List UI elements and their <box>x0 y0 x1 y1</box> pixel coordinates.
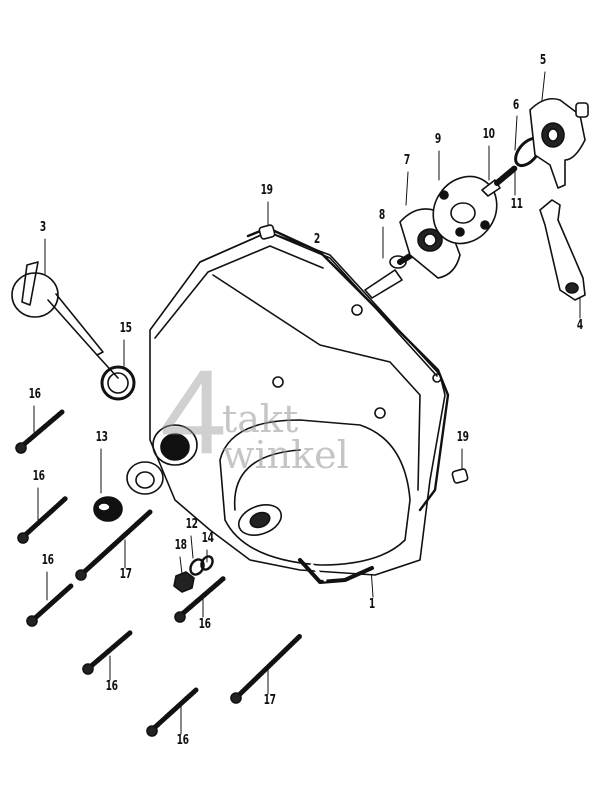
callout-label-16: 16 <box>41 553 54 568</box>
bracket-5 <box>529 97 589 189</box>
crankcase-cover <box>126 226 450 584</box>
callout-label-4: 4 <box>576 318 583 333</box>
callout-label-16: 16 <box>105 679 118 694</box>
callout-label-19: 19 <box>260 183 273 198</box>
callout-label-8: 8 <box>378 208 385 223</box>
nut-washers <box>173 555 214 593</box>
callout-label-14: 14 <box>201 531 214 546</box>
callout-label-17: 17 <box>263 693 276 708</box>
callout-label-2: 2 <box>313 232 320 247</box>
callout-label-5: 5 <box>539 53 546 68</box>
screws <box>15 409 303 737</box>
callout-label-6: 6 <box>512 98 519 113</box>
callout-label-12: 12 <box>185 517 198 532</box>
callout-label-11: 11 <box>510 197 523 212</box>
shaft-10 <box>481 165 518 197</box>
callout-label-9: 9 <box>434 132 441 147</box>
arm-4 <box>539 199 586 301</box>
callout-label-18: 18 <box>174 538 187 553</box>
plate-9 <box>432 175 498 245</box>
callout-label-15: 15 <box>119 321 132 336</box>
callout-label-16: 16 <box>28 387 41 402</box>
oil-seal-13 <box>93 496 123 522</box>
callout-label-19: 19 <box>456 430 469 445</box>
callout-label-16: 16 <box>176 733 189 748</box>
o-ring-15 <box>100 365 136 401</box>
callout-label-16: 16 <box>32 469 45 484</box>
oil-filler-cap <box>11 261 119 379</box>
callout-label-1: 1 <box>368 597 375 612</box>
callout-label-10: 10 <box>482 127 495 142</box>
callout-label-16: 16 <box>198 617 211 632</box>
callout-label-7: 7 <box>403 153 410 168</box>
dowel-pin-19 <box>258 224 469 484</box>
callout-label-13: 13 <box>95 430 108 445</box>
callout-label-3: 3 <box>39 220 46 235</box>
callout-label-17: 17 <box>119 567 132 582</box>
